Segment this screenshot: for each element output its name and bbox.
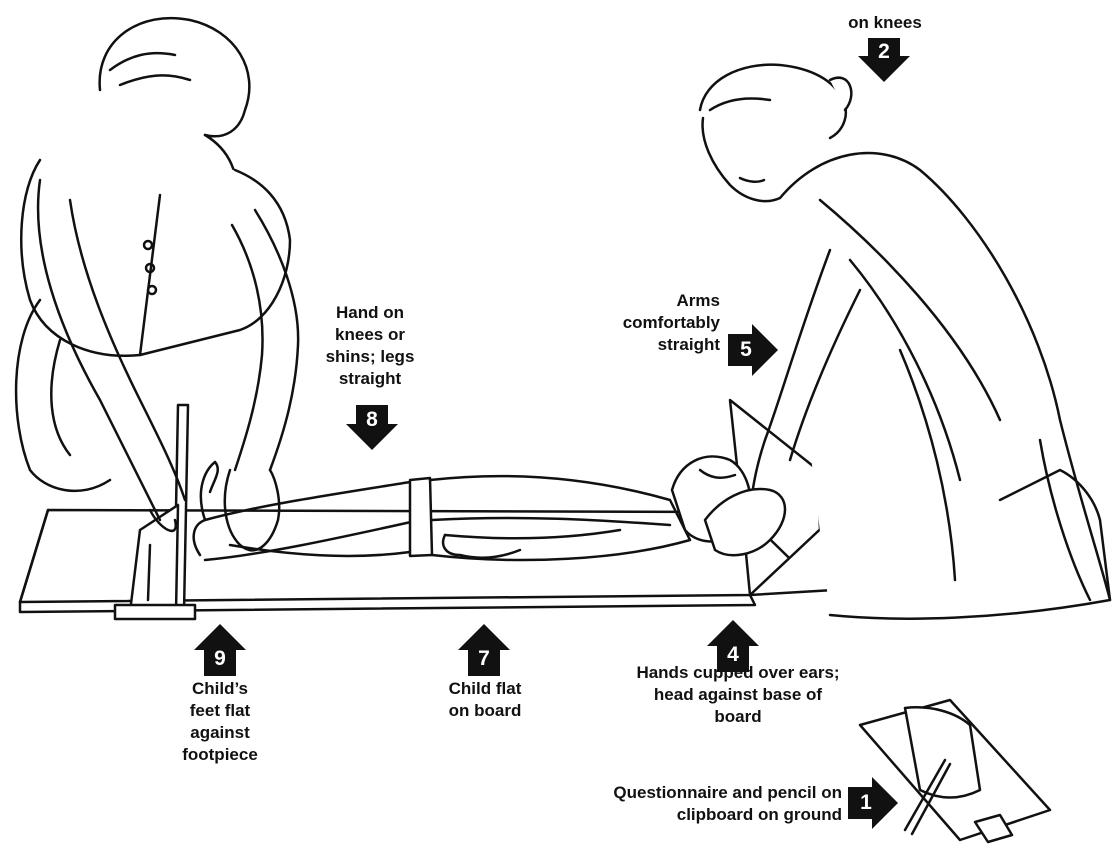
step-8-label: Hand on knees or shins; legs straight [300, 302, 440, 390]
step-5-number: 5 [729, 338, 763, 362]
step-7-number: 7 [467, 647, 501, 671]
step-5-label: Arms comfortably straight [590, 290, 720, 356]
step-9-label: Child’s feet flat against footpiece [150, 678, 290, 766]
step-8-number: 8 [355, 408, 389, 432]
clipboard-with-pencil [860, 700, 1050, 842]
step-4-label: Hands cupped over ears; head against bas… [598, 662, 878, 728]
step-2-number: 2 [867, 40, 901, 64]
step-1-label: Questionnaire and pencil on clipboard on… [530, 782, 842, 826]
step-1-number: 1 [849, 791, 883, 815]
measurer-kneeling [16, 18, 298, 550]
step-9-number: 9 [203, 647, 237, 671]
step-7-label: Child flat on board [420, 678, 550, 722]
step-2-label: on knees [820, 12, 950, 34]
